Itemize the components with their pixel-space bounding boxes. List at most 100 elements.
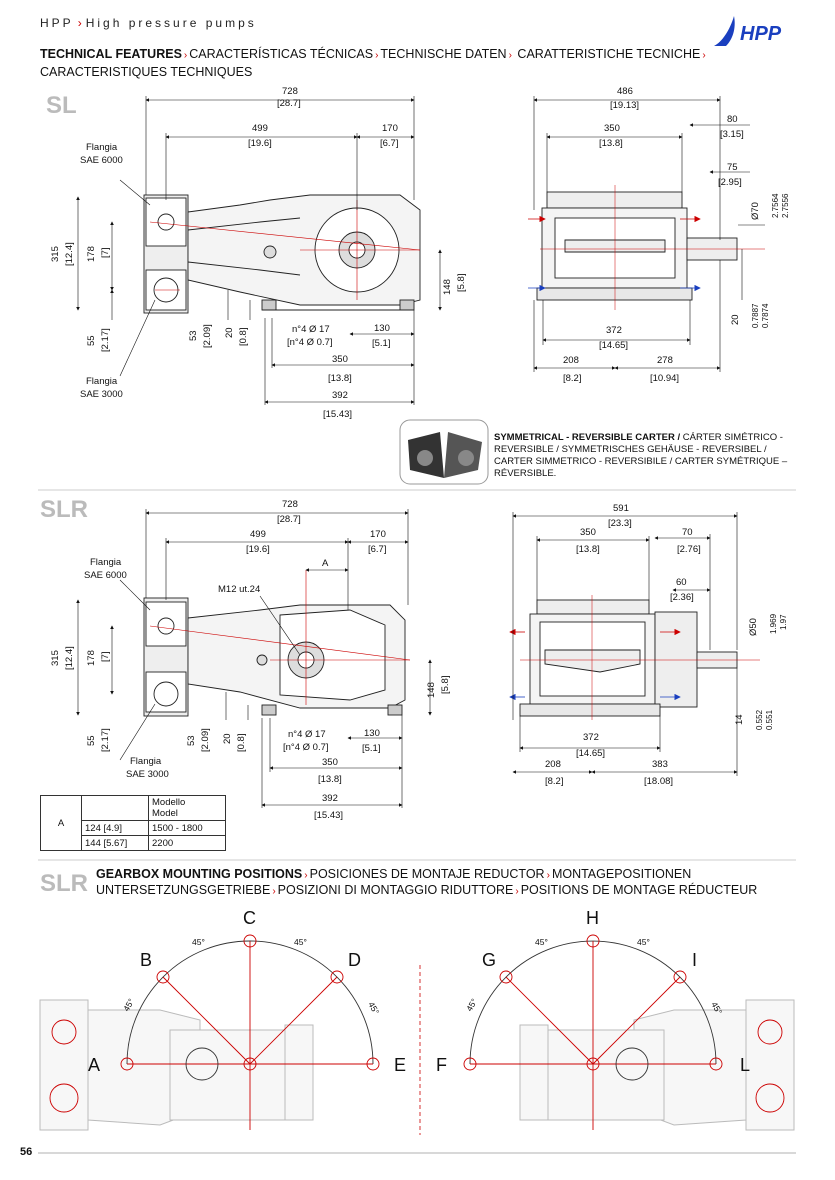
sl-d499: 499 (252, 123, 268, 134)
pos-i: I (692, 950, 697, 970)
sl-d130i: [5.1] (372, 338, 391, 349)
slr-f60i: [2.36] (670, 592, 694, 603)
slr-sae-bot: SAE 3000 (126, 769, 169, 780)
slr-d20: 20 (222, 733, 233, 744)
pos-d: D (348, 950, 361, 970)
slr-d350: 350 (322, 757, 338, 768)
slr-m12: M12 ut.24 (218, 584, 260, 595)
sl-d55i: [2.17] (100, 328, 111, 352)
slr-d170i: [6.7] (368, 544, 387, 555)
sl-f372: 372 (606, 325, 622, 336)
slr-d392: 392 (322, 793, 338, 804)
slr-d178i: [7] (100, 651, 111, 662)
sl-d170i: [6.7] (380, 138, 399, 149)
sl-f20a: 0.7887 (751, 303, 760, 328)
sl-f20: 20 (730, 314, 741, 325)
pos-g: G (482, 950, 496, 970)
sl-f350: 350 (604, 123, 620, 134)
slr-d170: 170 (370, 529, 386, 540)
pos-h: H (586, 908, 599, 928)
sl-sae-bot: SAE 3000 (80, 389, 123, 400)
angle-2: 45° (294, 937, 307, 947)
slr-f14a: 0.552 (755, 709, 764, 730)
pos-e: E (394, 1055, 406, 1075)
sl-f70a: 2.7564 (771, 193, 780, 218)
slr-d728: 728 (282, 499, 298, 510)
slr-f50a: 1.969 (769, 613, 778, 634)
slr-f70i: [2.76] (677, 544, 701, 555)
sl-f75i: [2.95] (718, 177, 742, 188)
sl-f350i: [13.8] (599, 138, 623, 149)
slr-d130: 130 (364, 728, 380, 739)
slr-d499: 499 (250, 529, 266, 540)
angle-4: 45° (366, 1000, 381, 1016)
sl-d148: 148 (442, 279, 453, 295)
sl-d20: 20 (224, 327, 235, 338)
sl-d728i: [28.7] (277, 98, 301, 109)
slr-f372: 372 (583, 732, 599, 743)
pos-c: C (243, 908, 256, 928)
slr-f383i: [18.08] (644, 776, 673, 787)
slr-d178: 178 (86, 650, 97, 666)
slr-d315i: [12.4] (64, 646, 75, 670)
symmetric-carter-note: SYMMETRICAL - REVERSIBLE CARTER / CÁRTER… (494, 432, 788, 479)
slr-f591: 591 (613, 503, 629, 514)
slr-f14b: 0.551 (765, 709, 774, 730)
sl-d392i: [15.43] (323, 409, 352, 420)
sl-d55: 55 (86, 335, 97, 346)
pos-a: A (88, 1055, 100, 1075)
gearbox-slr-label: SLR (40, 870, 88, 897)
table-col-a: A (40, 795, 82, 851)
slr-f350i: [13.8] (576, 544, 600, 555)
gearbox-right: F G H I L 45° 45° 45° 45° (436, 908, 795, 1131)
sl-f75: 75 (727, 162, 738, 173)
sl-d728: 728 (282, 86, 298, 97)
sl-holesi: [n°4 Ø 0.7] (287, 337, 333, 348)
carter-photo (399, 419, 489, 485)
slr-d315: 315 (50, 650, 61, 666)
angle-6: 45° (637, 937, 650, 947)
sl-f80i: [3.15] (720, 129, 744, 140)
sl-f486: 486 (617, 86, 633, 97)
slr-d130i: [5.1] (362, 743, 381, 754)
sl-d350: 350 (332, 354, 348, 365)
sl-d315: 315 (50, 246, 61, 262)
angle-7: 45° (464, 997, 479, 1013)
sl-flangia-top: Flangia (86, 142, 118, 153)
gearbox-left: A B C D E 45° 45° 45° 45° (39, 908, 406, 1131)
slr-f208: 208 (545, 759, 561, 770)
slr-d20i: [0.8] (236, 734, 247, 753)
slr-label: SLR (40, 496, 88, 523)
table-row: 144 [5.67]2200 (41, 835, 226, 851)
slr-d53i: [2.09] (200, 728, 211, 752)
sl-side-view (143, 194, 421, 314)
sl-f208i: [8.2] (563, 373, 582, 384)
sl-d178: 178 (86, 246, 97, 262)
hpp-logo: HPP (714, 16, 782, 46)
sl-d499i: [19.6] (248, 138, 272, 149)
slr-d728i: [28.7] (277, 514, 301, 525)
slr-d350i: [13.8] (318, 774, 342, 785)
slr-d392i: [15.43] (314, 810, 343, 821)
sl-flangia-bot: Flangia (86, 376, 118, 387)
slr-d499i: [19.6] (246, 544, 270, 555)
sl-d392: 392 (332, 390, 348, 401)
sl-f278: 278 (657, 355, 673, 366)
slr-flangia-bot: Flangia (130, 756, 162, 767)
sl-d350i: [13.8] (328, 373, 352, 384)
slr-f591i: [23.3] (608, 518, 632, 529)
slr-front-view (519, 599, 738, 717)
pos-l: L (740, 1055, 750, 1075)
slr-dim-a: A (322, 558, 329, 569)
slr-f383: 383 (652, 759, 668, 770)
angle-1: 45° (192, 937, 205, 947)
sl-d130: 130 (374, 323, 390, 334)
sl-d315i: [12.4] (64, 242, 75, 266)
slr-holes: n°4 Ø 17 (288, 729, 326, 740)
slr-f350: 350 (580, 527, 596, 538)
slr-sae-top: SAE 6000 (84, 570, 127, 581)
sl-f208: 208 (563, 355, 579, 366)
